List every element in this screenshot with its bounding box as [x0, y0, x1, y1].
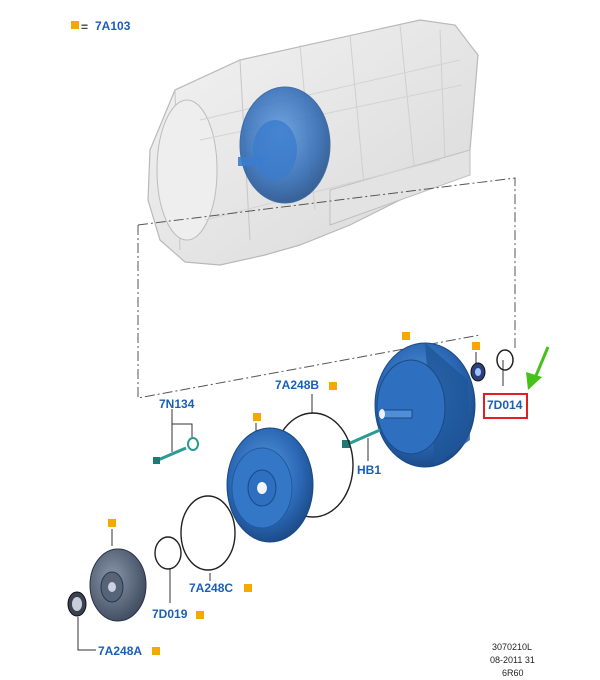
part-label-7A248B[interactable]: 7A248B [275, 378, 320, 392]
legend-equals: = [81, 20, 89, 34]
bolt-HB1 [342, 428, 381, 448]
seal-7D014 [470, 349, 514, 382]
part-label-7D019[interactable]: 7D019 [152, 607, 188, 621]
marker-square-icon [108, 519, 116, 527]
marker-square-icon [196, 611, 204, 619]
projection-lines [137, 177, 516, 399]
pump-body [226, 427, 314, 543]
legend-part-7A103[interactable]: 7A103 [95, 19, 131, 33]
part-label-7A248A[interactable]: 7A248A [98, 644, 143, 658]
marker-square-icon [472, 342, 480, 350]
part-label-7A248C[interactable]: 7A248C [189, 581, 234, 595]
o-ring-7A248C [180, 495, 236, 571]
seal-7A248A [67, 591, 87, 617]
reference-model: 6R60 [502, 668, 524, 678]
bolt-7N134 [153, 437, 199, 464]
marker-square-icon [402, 332, 410, 340]
o-ring-7D019 [154, 536, 182, 570]
part-label-HB1[interactable]: HB1 [357, 463, 382, 477]
part-label-7D014[interactable]: 7D014 [487, 398, 523, 412]
marker-square-icon [253, 413, 261, 421]
highlight-box [483, 393, 528, 419]
pointer-arrow [526, 346, 550, 390]
reference-code: 3070210L [492, 642, 533, 652]
marker-square-icon [244, 584, 252, 592]
reference-date: 08-2011 31 [490, 655, 535, 665]
marker-square-icon [329, 382, 337, 390]
marker-square-icon [152, 647, 160, 655]
part-label-7N134[interactable]: 7N134 [159, 397, 195, 411]
marker-square-icon [71, 21, 79, 29]
leader-lines [77, 348, 504, 651]
stator-support [89, 548, 147, 622]
torque-converter-ghost [238, 86, 331, 204]
pump-assembly-7D014-area [374, 342, 476, 468]
